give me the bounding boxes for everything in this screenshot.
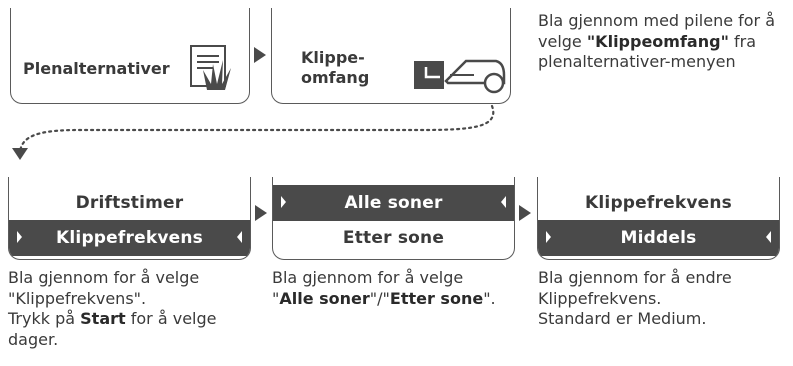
caption-1-line1: Bla gjennom for å velge <box>8 268 200 287</box>
caption-top-pre: Bla gjennom med pilene for å velge <box>538 11 776 51</box>
caption-2-bold1: Alle soner <box>279 288 370 308</box>
caption-top-bold: "Klippeomfang" <box>586 31 729 51</box>
caption-2-q1: " <box>272 288 280 308</box>
menu-row-label: Middels <box>620 228 697 248</box>
caption-2-line2: "Alle soner"/"Etter sone". <box>272 289 522 310</box>
caption-3-line1: Bla gjennom for å endre <box>538 268 732 287</box>
screen-soner: Alle soner Etter sone <box>272 177 515 260</box>
menu-row-label: Driftstimer <box>75 193 184 213</box>
screen-label-klippeomfang-2: omfang <box>301 68 370 87</box>
caption-2-line1: Bla gjennom for å velge <box>272 268 464 287</box>
caption-2-end: ". <box>483 288 496 308</box>
caption-3: Bla gjennom for å endre Klippefrekvens. … <box>538 268 788 330</box>
caption-top-post: fra plenalternativer-menyen <box>538 31 757 72</box>
caption-1-line2: "Klippefrekvens". <box>8 288 147 308</box>
caret-left-icon <box>281 196 286 208</box>
caption-1: Bla gjennom for å velge "Klippefrekvens"… <box>8 268 258 350</box>
caption-3-line2: Klippefrekvens. <box>538 288 662 308</box>
menu-row-label: Etter sone <box>342 228 445 248</box>
arrow-right-icon <box>519 205 531 221</box>
arrow-right-icon <box>254 47 266 63</box>
menu-row-klippefrekvens[interactable]: Klippefrekvens <box>538 185 779 221</box>
caption-3-line3: Standard er Medium. <box>538 309 707 328</box>
menu-row-middels-selected[interactable]: Middels <box>538 220 779 256</box>
caption-2-bold2: Etter sone <box>389 288 484 308</box>
menu-row-label: Klippefrekvens <box>585 193 732 213</box>
screen-klippeomfang: Klippe- omfang <box>271 8 511 104</box>
caption-top: Bla gjennom med pilene for å velge "Klip… <box>538 11 793 73</box>
menu-row-label: Klippefrekvens <box>56 228 203 248</box>
caption-1-line4: dager. <box>8 329 59 349</box>
screen-label-klippeomfang-1: Klippe- <box>301 48 365 67</box>
caption-2-mid: "/" <box>369 288 390 308</box>
caption-1-line3-pre: Trykk på <box>8 309 81 328</box>
menu-row-driftstimer[interactable]: Driftstimer <box>9 185 250 221</box>
menu-row-etter-sone[interactable]: Etter sone <box>273 220 514 256</box>
menu-row-alle-soner-selected[interactable]: Alle soner <box>273 185 514 221</box>
screen-driftstimer: Driftstimer Klippefrekvens <box>8 177 251 260</box>
screen-klippefrekvens: Klippefrekvens Middels <box>537 177 780 260</box>
caption-1-line3-post: for å velge <box>125 309 217 328</box>
arrow-right-icon <box>255 205 267 221</box>
caption-1-line3-bold: Start <box>80 309 126 328</box>
mower-cutting-height-icon <box>414 59 506 94</box>
document-grass-icon <box>190 45 231 90</box>
caret-left-icon <box>17 231 22 243</box>
caption-2: Bla gjennom for å velge "Alle soner"/"Et… <box>272 268 522 309</box>
caret-right-icon <box>766 231 771 243</box>
screen-label-plenalternativer: Plenalternativer <box>23 59 170 78</box>
caret-right-icon <box>501 196 506 208</box>
caption-1-line3: Trykk på Start for å velge <box>8 309 258 330</box>
caret-right-icon <box>237 231 242 243</box>
screen-plenalternativer: Plenalternativer <box>10 8 250 104</box>
caret-left-icon <box>546 231 551 243</box>
menu-row-klippefrekvens-selected[interactable]: Klippefrekvens <box>9 220 250 256</box>
menu-row-label: Alle soner <box>344 193 443 213</box>
